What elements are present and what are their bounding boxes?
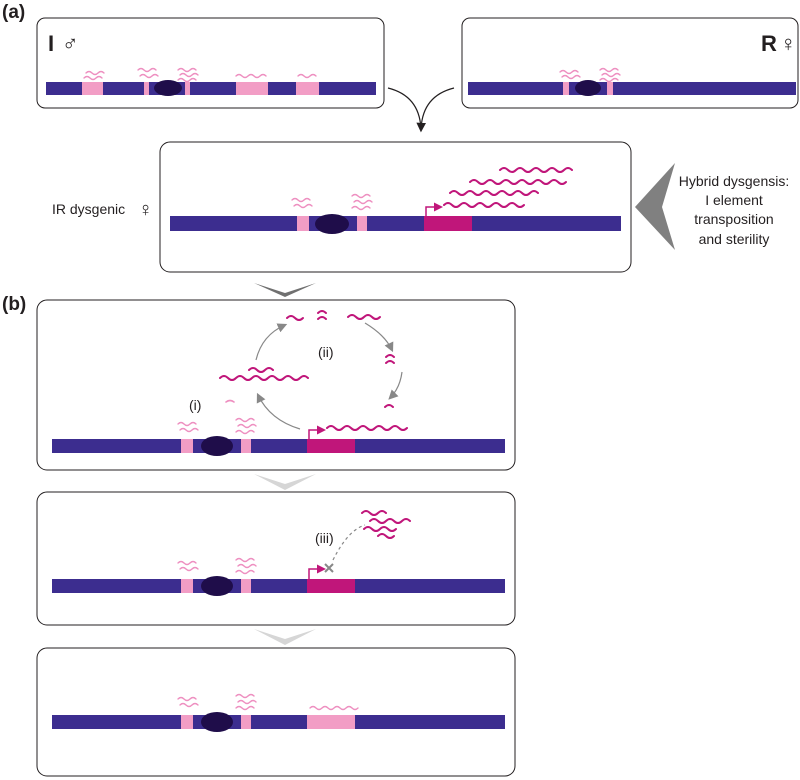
b3-chromosome xyxy=(52,693,505,732)
r-strain-label: R xyxy=(761,31,777,56)
outcome-line-4: and sterility xyxy=(699,231,770,247)
centromere xyxy=(315,214,349,234)
dysgenic-female-symbol: ♀ xyxy=(138,199,153,221)
outcome-arrowhead xyxy=(635,163,675,250)
active-i-element xyxy=(307,439,355,453)
panel-b-label: (b) xyxy=(2,294,26,315)
step-ii-label: (ii) xyxy=(318,344,334,360)
female-symbol: ♀ xyxy=(780,31,797,56)
b2-chromosome xyxy=(52,510,505,596)
hybrid-panel xyxy=(159,141,632,273)
silenced-panel xyxy=(36,647,516,777)
silencing-panel xyxy=(36,491,516,626)
centromere xyxy=(201,712,233,732)
flow-arrowhead xyxy=(254,474,316,490)
centromere xyxy=(201,576,233,596)
active-i-element xyxy=(424,216,472,231)
step-iii-label: (iii) xyxy=(315,530,334,546)
ping-pong-panel xyxy=(36,299,516,471)
step-i-label: (i) xyxy=(189,397,201,413)
hybrid-chromosome xyxy=(170,167,621,234)
ir-dysgenic-label: IR dysgenic xyxy=(52,201,125,217)
b1-chromosome xyxy=(52,417,505,456)
flow-arrowhead xyxy=(254,283,316,297)
silenced-i-element xyxy=(307,715,355,729)
blocked-transcription-icon xyxy=(324,563,334,573)
promoter-arrow xyxy=(308,425,326,439)
ping-pong-cycle xyxy=(219,310,403,430)
pirna-pool xyxy=(361,510,411,539)
centromere xyxy=(154,80,182,96)
outcome-line-1: Hybrid dysgensis: xyxy=(679,173,790,189)
male-symbol: ♂ xyxy=(62,31,79,56)
centromere xyxy=(575,80,601,96)
panel-a-label: (a) xyxy=(2,2,25,23)
outcome-text: Hybrid dysgensis: I element transpositio… xyxy=(679,173,790,247)
outcome-line-2: I element xyxy=(705,192,763,208)
active-i-element xyxy=(307,579,355,593)
cross-arrow xyxy=(387,87,455,130)
outcome-line-3: transposition xyxy=(694,211,773,227)
i-male-chromosome xyxy=(46,67,376,96)
i-strain-label: I xyxy=(48,31,54,56)
piwi-transcripts xyxy=(443,167,573,208)
promoter-arrow xyxy=(308,564,326,579)
r-female-chromosome xyxy=(468,67,796,96)
centromere xyxy=(201,436,233,456)
promoter-arrow xyxy=(425,202,443,216)
flow-arrowhead xyxy=(254,629,316,645)
